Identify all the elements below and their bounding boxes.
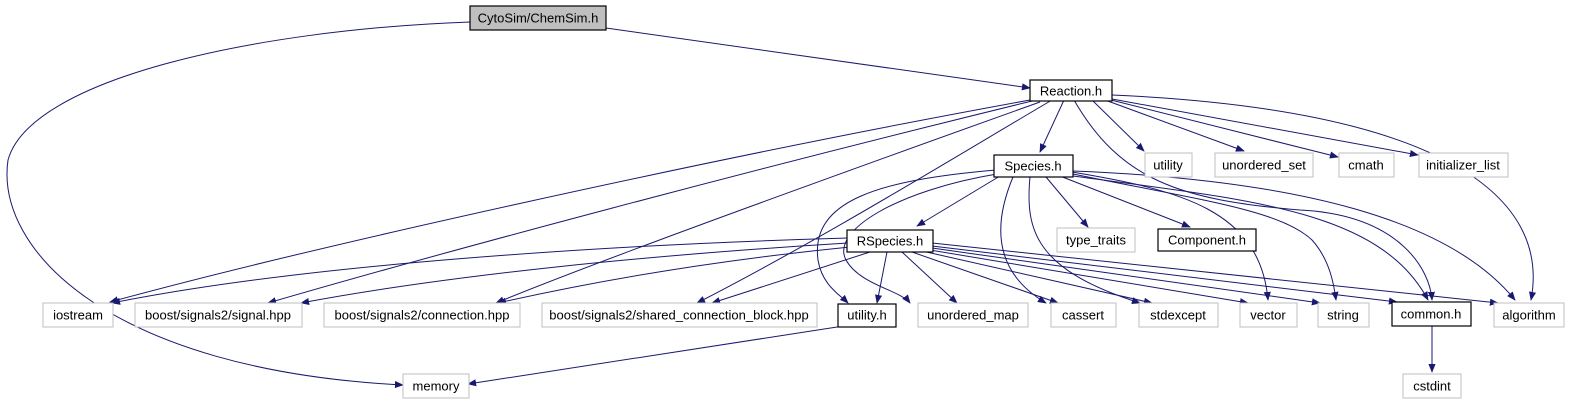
node-algorithm[interactable]: algorithm [1493, 302, 1565, 328]
node-common-label: common.h [1401, 307, 1462, 322]
node-cassert[interactable]: cassert [1050, 302, 1117, 328]
edge-species-component [1059, 175, 1191, 228]
node-utility-h-label: utility.h [847, 308, 887, 323]
edge-species-vector [1071, 171, 1271, 301]
node-cmath[interactable]: cmath [1338, 152, 1395, 178]
node-component[interactable]: Component.h [1157, 228, 1257, 252]
node-unordered-map[interactable]: unordered_map [917, 302, 1029, 328]
node-cstdint-label: cstdint [1413, 379, 1451, 394]
node-vector-label: vector [1250, 308, 1286, 323]
node-cstdint[interactable]: cstdint [1402, 373, 1462, 399]
node-initializer-list-label: initializer_list [1426, 158, 1500, 173]
edge-species-stdexcept [1028, 176, 1141, 305]
node-stdexcept[interactable]: stdexcept [1138, 302, 1219, 328]
edge-rspecies-shared [711, 251, 871, 304]
edge-rspecies-algorithm [931, 242, 1499, 306]
edge-rspecies-connection [497, 246, 851, 305]
edge-rspecies-vector [929, 249, 1249, 306]
edge-species-type-traits [1045, 176, 1089, 228]
node-type-traits[interactable]: type_traits [1056, 227, 1136, 253]
nodes-layer: CytoSim/ChemSim.h Reaction.h Species.h R… [42, 5, 1565, 399]
edge-rspecies-iostream [111, 237, 849, 305]
node-chemsim-label: CytoSim/ChemSim.h [478, 11, 599, 26]
node-utility-label: utility [1153, 158, 1183, 173]
node-type-traits-label: type_traits [1066, 233, 1126, 248]
edge-species-cassert [1000, 176, 1047, 304]
node-signal[interactable]: boost/signals2/signal.hpp [134, 302, 303, 328]
edge-chemsim-memory [6, 21, 471, 389]
node-common[interactable]: common.h [1391, 301, 1472, 327]
edge-reaction-shared [696, 99, 1053, 304]
node-algorithm-label: algorithm [1502, 308, 1555, 323]
edge-rspecies-string [931, 247, 1321, 306]
edge-rspecies-unordered-map [901, 251, 958, 304]
node-unordered-set-label: unordered_set [1222, 158, 1306, 173]
node-memory-label: memory [413, 379, 460, 394]
node-cmath-label: cmath [1348, 158, 1383, 173]
node-utility-h[interactable]: utility.h [837, 303, 897, 328]
node-reaction[interactable]: Reaction.h [1029, 79, 1113, 102]
node-species[interactable]: Species.h [993, 154, 1074, 178]
node-string[interactable]: string [1317, 302, 1370, 328]
edge-reaction-cmath [1110, 99, 1339, 159]
edge-chemsim-reaction [605, 27, 1031, 91]
node-connection[interactable]: boost/signals2/connection.hpp [323, 302, 521, 328]
node-vector[interactable]: vector [1239, 302, 1298, 328]
edge-reaction-connection [495, 101, 1041, 304]
edge-reaction-common [1073, 99, 1436, 301]
edge-reaction-initializer-list [1111, 98, 1419, 158]
node-chemsim[interactable]: CytoSim/ChemSim.h [469, 5, 607, 31]
edge-rspecies-common [931, 245, 1398, 305]
edge-rspecies-stdexcept [921, 250, 1153, 305]
node-signal-label: boost/signals2/signal.hpp [145, 308, 291, 323]
edge-species-algorithm [1072, 170, 1516, 301]
node-string-label: string [1327, 308, 1359, 323]
edge-reaction-species [1039, 99, 1065, 153]
edges-layer [6, 21, 1537, 389]
node-shared-label: boost/signals2/shared_connection_block.h… [549, 308, 808, 323]
node-cassert-label: cassert [1062, 308, 1104, 323]
edge-utility-h-memory [467, 324, 851, 387]
node-component-label: Component.h [1168, 233, 1246, 248]
edge-reaction-iostream [109, 99, 1031, 304]
node-shared[interactable]: boost/signals2/shared_connection_block.h… [541, 302, 818, 328]
node-reaction-label: Reaction.h [1040, 84, 1102, 99]
node-utility[interactable]: utility [1144, 152, 1193, 178]
edge-species-rspecies [916, 175, 1001, 227]
edge-rspecies-cassert [911, 251, 1059, 304]
edge-species-string [1072, 173, 1339, 301]
edge-rspecies-signal [300, 242, 849, 306]
node-rspecies-label: RSpecies.h [857, 234, 923, 249]
node-iostream-label: iostream [53, 308, 103, 323]
edge-reaction-utility [1091, 99, 1145, 152]
node-connection-label: boost/signals2/connection.hpp [335, 308, 510, 323]
node-initializer-list[interactable]: initializer_list [1418, 152, 1509, 178]
node-unordered-map-label: unordered_map [927, 308, 1019, 323]
edge-species-unordered-map [843, 173, 998, 304]
node-species-label: Species.h [1004, 159, 1061, 174]
node-stdexcept-label: stdexcept [1150, 308, 1206, 323]
node-memory[interactable]: memory [402, 373, 470, 399]
edge-reaction-unordered-set [1104, 99, 1245, 152]
node-unordered-set[interactable]: unordered_set [1214, 152, 1314, 178]
node-rspecies[interactable]: RSpecies.h [846, 229, 934, 253]
node-iostream[interactable]: iostream [42, 302, 114, 328]
edge-reaction-signal [267, 100, 1033, 305]
edge-species-utility-h [816, 169, 997, 304]
edge-rspecies-utility-h [875, 251, 888, 304]
edge-species-common [1072, 175, 1429, 301]
